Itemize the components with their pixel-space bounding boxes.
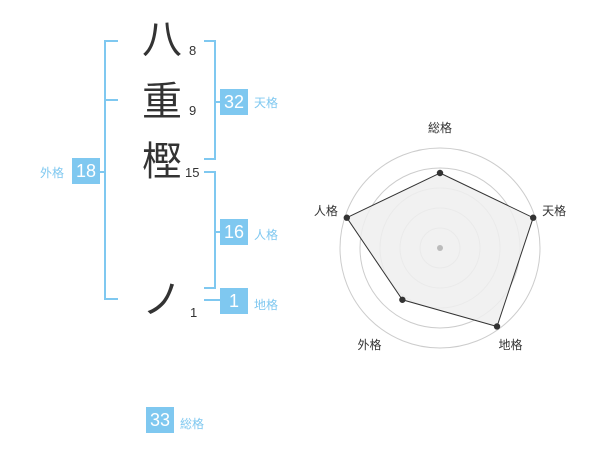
radar-point-1 [436,169,444,177]
radar-point-4 [399,296,406,303]
radar-axis-label-2: 天格 [542,203,566,218]
name-char-4: ノ [142,277,182,323]
jinkaku-connector [214,231,222,233]
stroke-count-4: 1 [190,305,198,320]
radar-points [343,169,537,330]
radar-axis-label-5: 人格 [314,203,338,218]
stroke-count-3: 15 [185,165,200,180]
gaikaku-bracket [104,40,118,300]
soukaku-value-box: 33 [146,407,174,433]
jinkaku-bracket [204,171,216,289]
stroke-count-1: 8 [189,43,197,58]
tenkaku-bracket [204,40,216,160]
stroke-count-2: 9 [189,103,197,118]
gaikaku-connector [96,171,106,173]
chikaku-value-box: 1 [220,288,248,314]
name-char-1: 八 [142,17,182,63]
radar-axis-label-3: 地格 [499,337,523,352]
gaikaku-value-box: 18 [72,158,100,184]
radar-point-3 [493,323,501,330]
chikaku-connector [204,299,222,301]
tenkaku-connector [214,101,222,103]
tenkaku-value-box: 32 [220,89,248,115]
name-char-3: 樫 [142,139,182,185]
radar-axis-label-4: 外格 [357,337,381,352]
radar-point-2 [530,214,537,221]
tenkaku-label: 天格 [254,96,279,110]
radar-center-dot [437,245,443,251]
chikaku-label: 地格 [254,298,279,312]
radar-axis-label-1: 総格 [428,120,452,135]
bracket-tick [104,99,118,101]
name-char-2: 重 [142,79,182,125]
radar-point-5 [343,214,350,221]
gaikaku-label: 外格 [40,166,65,180]
soukaku-label: 総格 [180,417,205,431]
jinkaku-label: 人格 [254,228,279,242]
jinkaku-value-box: 16 [220,219,248,245]
